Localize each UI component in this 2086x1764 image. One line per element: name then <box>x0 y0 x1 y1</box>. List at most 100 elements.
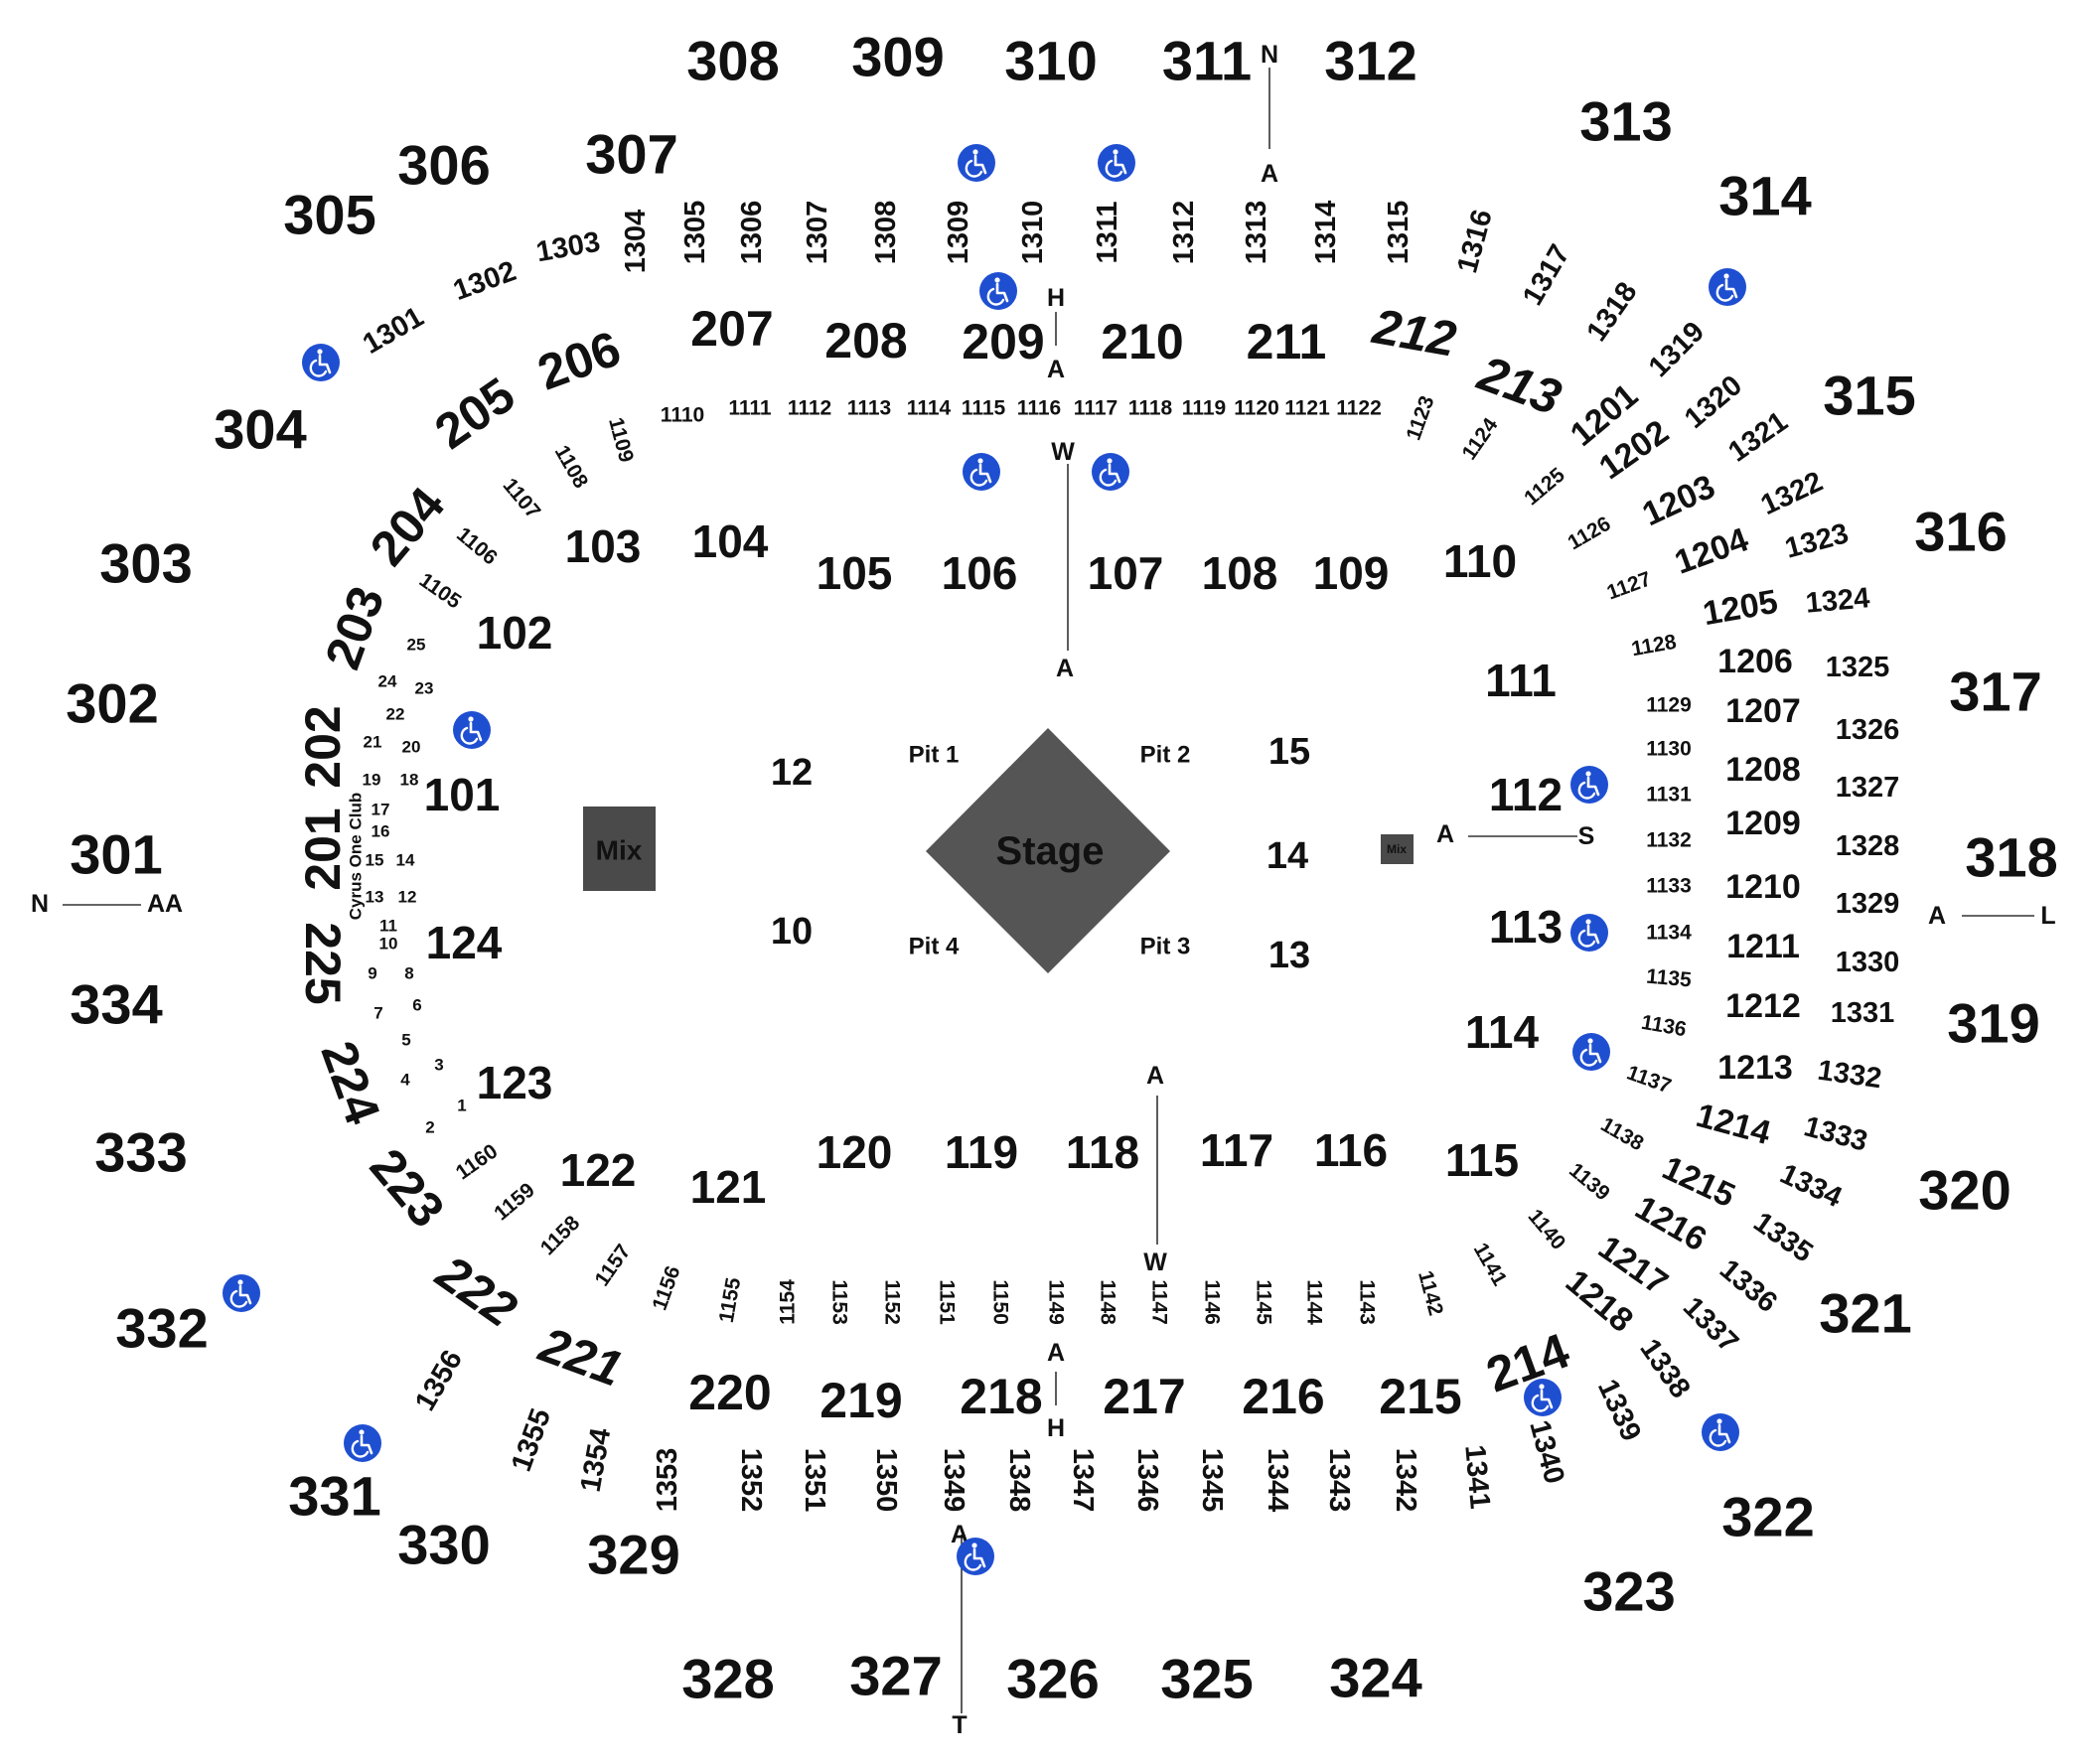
section-319[interactable]: 319 <box>1947 992 2039 1055</box>
club-seat-13[interactable]: 13 <box>366 888 384 907</box>
club-seat-23[interactable]: 23 <box>415 679 434 698</box>
section-330[interactable]: 330 <box>397 1514 490 1576</box>
section-1148[interactable]: 1148 <box>1097 1279 1119 1325</box>
section-1349[interactable]: 1349 <box>938 1448 969 1513</box>
pit-label[interactable]: Pit 1 <box>909 742 960 769</box>
club-seat-17[interactable]: 17 <box>372 801 390 819</box>
section-1139[interactable]: 1139 <box>1564 1159 1614 1206</box>
section-1157[interactable]: 1157 <box>591 1241 636 1291</box>
section-1335[interactable]: 1335 <box>1747 1206 1818 1268</box>
club-seat-21[interactable]: 21 <box>364 733 382 752</box>
club-seat-11[interactable]: 11 <box>379 917 397 936</box>
section-205[interactable]: 205 <box>425 367 524 460</box>
section-107[interactable]: 107 <box>1088 547 1164 599</box>
section-320[interactable]: 320 <box>1918 1159 2011 1222</box>
floor-section-15[interactable]: 15 <box>1268 731 1310 773</box>
section-1110[interactable]: 1110 <box>661 404 704 427</box>
section-311[interactable]: 311 <box>1162 30 1252 92</box>
section-1324[interactable]: 1324 <box>1804 582 1870 620</box>
section-1352[interactable]: 1352 <box>735 1448 767 1513</box>
section-1348[interactable]: 1348 <box>1003 1448 1035 1513</box>
club-seat-3[interactable]: 3 <box>434 1056 443 1075</box>
section-1308[interactable]: 1308 <box>870 201 902 265</box>
section-1207[interactable]: 1207 <box>1725 692 1801 730</box>
section-1105[interactable]: 1105 <box>415 569 466 614</box>
section-1141[interactable]: 1141 <box>1469 1240 1512 1290</box>
club-seat-19[interactable]: 19 <box>363 771 381 790</box>
section-313[interactable]: 313 <box>1579 90 1672 153</box>
section-1113[interactable]: 1113 <box>847 397 891 420</box>
section-1342[interactable]: 1342 <box>1390 1448 1421 1513</box>
section-305[interactable]: 305 <box>283 184 375 246</box>
section-116[interactable]: 116 <box>1314 1124 1388 1176</box>
section-124[interactable]: 124 <box>426 917 503 968</box>
section-318[interactable]: 318 <box>1965 826 2057 889</box>
section-1131[interactable]: 1131 <box>1646 784 1692 807</box>
section-211[interactable]: 211 <box>1247 314 1327 369</box>
section-1304[interactable]: 1304 <box>620 210 652 274</box>
section-111[interactable]: 111 <box>1485 655 1557 706</box>
section-1208[interactable]: 1208 <box>1725 751 1801 789</box>
section-1314[interactable]: 1314 <box>1310 201 1342 265</box>
section-102[interactable]: 102 <box>477 607 553 659</box>
section-1309[interactable]: 1309 <box>943 201 974 265</box>
club-seat-4[interactable]: 4 <box>400 1071 410 1090</box>
club-seat-16[interactable]: 16 <box>372 822 390 841</box>
section-109[interactable]: 109 <box>1313 547 1390 599</box>
section-306[interactable]: 306 <box>397 134 490 197</box>
section-206[interactable]: 206 <box>530 320 628 400</box>
section-212[interactable]: 212 <box>1368 298 1460 368</box>
section-104[interactable]: 104 <box>692 515 769 567</box>
section-1122[interactable]: 1122 <box>1336 397 1382 420</box>
section-1322[interactable]: 1322 <box>1756 466 1828 521</box>
section-1354[interactable]: 1354 <box>575 1425 618 1494</box>
section-210[interactable]: 210 <box>1101 314 1183 369</box>
section-1339[interactable]: 1339 <box>1591 1375 1647 1446</box>
section-1108[interactable]: 1108 <box>550 442 593 493</box>
club-seat-7[interactable]: 7 <box>373 1004 382 1023</box>
section-1117[interactable]: 1117 <box>1074 397 1118 420</box>
section-1107[interactable]: 1107 <box>499 474 545 523</box>
section-310[interactable]: 310 <box>1004 30 1097 92</box>
floor-section-13[interactable]: 13 <box>1268 935 1310 976</box>
section-106[interactable]: 106 <box>942 547 1018 599</box>
section-301[interactable]: 301 <box>70 823 162 886</box>
section-304[interactable]: 304 <box>214 398 306 461</box>
section-1214[interactable]: 1214 <box>1693 1097 1775 1152</box>
section-1121[interactable]: 1121 <box>1284 397 1330 420</box>
section-1301[interactable]: 1301 <box>358 301 429 361</box>
section-1147[interactable]: 1147 <box>1148 1279 1171 1325</box>
section-215[interactable]: 215 <box>1379 1369 1461 1424</box>
section-221[interactable]: 221 <box>531 1316 629 1397</box>
club-seat-10[interactable]: 10 <box>379 935 398 954</box>
section-1155[interactable]: 1155 <box>715 1275 746 1324</box>
section-1111[interactable]: 1111 <box>728 397 772 420</box>
section-1135[interactable]: 1135 <box>1645 965 1693 992</box>
section-1329[interactable]: 1329 <box>1836 888 1900 920</box>
section-1336[interactable]: 1336 <box>1714 1253 1783 1319</box>
section-1130[interactable]: 1130 <box>1646 738 1692 761</box>
section-222[interactable]: 222 <box>426 1245 526 1338</box>
section-323[interactable]: 323 <box>1582 1560 1675 1623</box>
section-332[interactable]: 332 <box>115 1297 208 1360</box>
section-308[interactable]: 308 <box>686 30 779 92</box>
club-seat-14[interactable]: 14 <box>396 851 415 870</box>
section-1315[interactable]: 1315 <box>1383 201 1415 265</box>
section-325[interactable]: 325 <box>1160 1648 1253 1710</box>
section-314[interactable]: 314 <box>1718 165 1811 227</box>
section-312[interactable]: 312 <box>1324 30 1416 92</box>
section-1150[interactable]: 1150 <box>989 1279 1012 1325</box>
section-1153[interactable]: 1153 <box>828 1279 851 1325</box>
section-1156[interactable]: 1156 <box>648 1263 684 1314</box>
section-329[interactable]: 329 <box>587 1524 679 1586</box>
section-1160[interactable]: 1160 <box>452 1140 503 1185</box>
club-seat-6[interactable]: 6 <box>412 996 421 1015</box>
club-seat-20[interactable]: 20 <box>402 738 421 757</box>
section-1350[interactable]: 1350 <box>870 1448 902 1513</box>
section-1320[interactable]: 1320 <box>1679 369 1748 435</box>
section-307[interactable]: 307 <box>585 123 677 186</box>
pit-label[interactable]: Pit 2 <box>1140 742 1191 769</box>
section-1118[interactable]: 1118 <box>1128 397 1173 420</box>
section-1204[interactable]: 1204 <box>1670 520 1753 582</box>
section-209[interactable]: 209 <box>962 314 1044 369</box>
